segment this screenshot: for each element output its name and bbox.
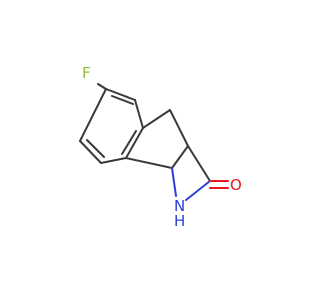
hydrogen-label: H [174,212,185,230]
bond-ring-1-inner [111,95,134,105]
bond-ch2-1 [142,109,171,129]
bond-ring-3 [125,127,144,159]
bond-ring-5-inner [86,139,105,158]
bond-c-f-stub [97,83,107,90]
bond-ring-5 [79,140,102,164]
bond-five-ring-close [125,157,173,169]
bond-c-n-2 [185,180,211,201]
bond-ring-6 [79,88,107,142]
bond-ch2-2 [169,109,189,147]
structure-diagram: F O N H [79,64,242,230]
oxygen-label: O [230,176,242,194]
bond-azetidine-1 [187,145,211,182]
bond-ring-2 [134,99,144,129]
bond-ring-3-inner [121,130,137,155]
bond-ring-4 [100,157,127,164]
bond-ring-1 [105,88,136,101]
fluorine-label: F [82,64,91,82]
nitrogen-label: N [174,197,185,215]
bond-c-n-1 [171,167,177,197]
bond-fused [171,145,189,169]
